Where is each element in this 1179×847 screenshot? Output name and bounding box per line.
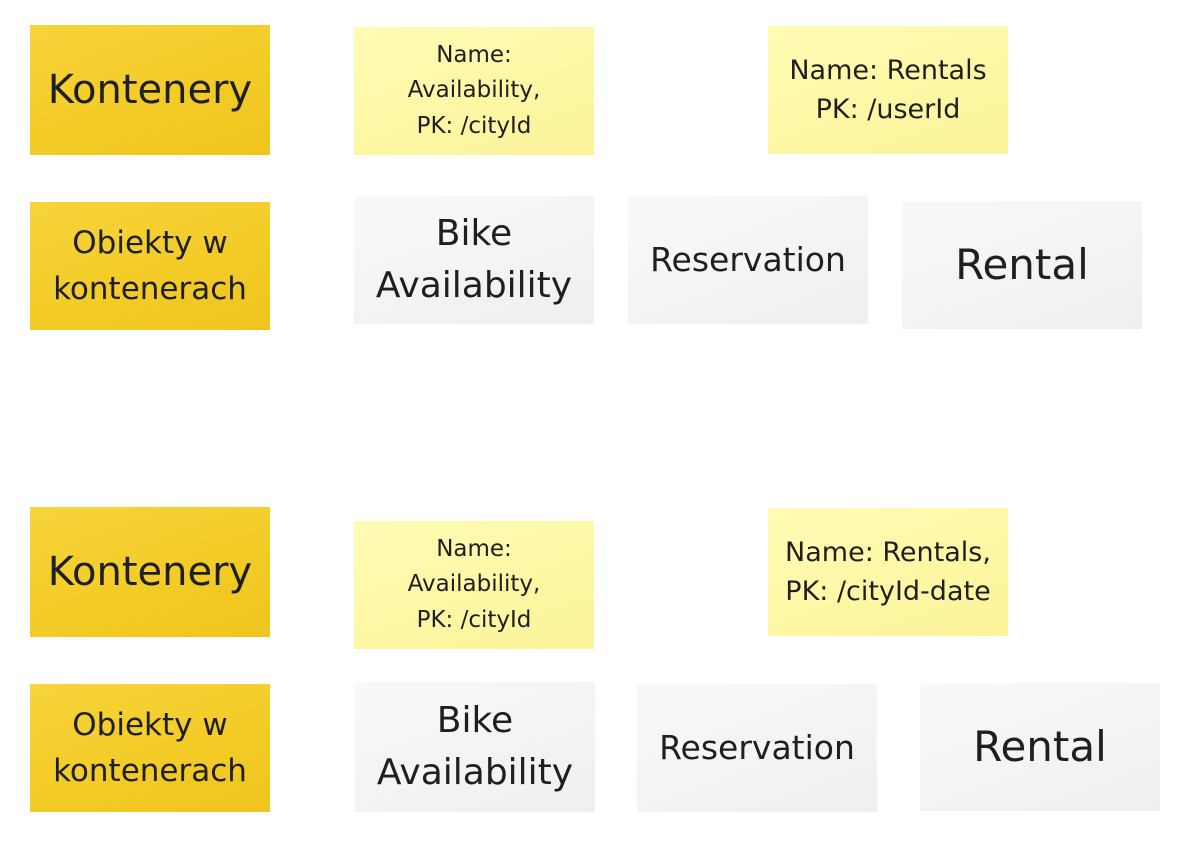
container-availability-text: Name: Availability, PK: /cityId [407, 535, 541, 633]
objects-label-text: Obiekty w kontenerach [53, 224, 247, 308]
object-rental-text: Rental [955, 239, 1089, 289]
objects-label-text: Obiekty w kontenerach [53, 706, 247, 790]
objects-label-note-bottom: Obiekty w kontenerach [30, 684, 270, 812]
container-note-availability-bottom: Name: Availability, PK: /cityId [354, 521, 594, 649]
object-note-bike-availability-top: Bike Availability [354, 196, 594, 324]
object-reservation-text: Reservation [650, 239, 846, 279]
containers-label-note-bottom: Kontenery [30, 507, 270, 637]
containers-label-text: Kontenery [47, 67, 253, 113]
object-note-rental-bottom: Rental [920, 683, 1160, 811]
objects-label-note-top: Obiekty w kontenerach [30, 202, 270, 330]
container-note-rentals-bottom: Name: Rentals, PK: /cityId-date [768, 508, 1008, 636]
object-note-rental-top: Rental [902, 201, 1142, 329]
containers-label-text: Kontenery [47, 549, 253, 595]
container-availability-text: Name: Availability, PK: /cityId [407, 41, 541, 139]
object-note-reservation-top: Reservation [628, 196, 868, 324]
container-note-rentals-top: Name: Rentals PK: /userId [768, 26, 1008, 154]
container-rentals-text: Name: Rentals, PK: /cityId-date [785, 536, 991, 607]
container-note-availability-top: Name: Availability, PK: /cityId [354, 27, 594, 155]
object-bike-availability-text: Bike Availability [376, 699, 574, 793]
container-rentals-text: Name: Rentals PK: /userId [789, 54, 987, 125]
object-bike-availability-text: Bike Availability [375, 212, 573, 306]
object-rental-text: Rental [973, 721, 1107, 771]
object-reservation-text: Reservation [659, 727, 855, 767]
object-note-bike-availability-bottom: Bike Availability [355, 682, 595, 812]
containers-label-note-top: Kontenery [30, 25, 270, 155]
object-note-reservation-bottom: Reservation [637, 684, 877, 812]
